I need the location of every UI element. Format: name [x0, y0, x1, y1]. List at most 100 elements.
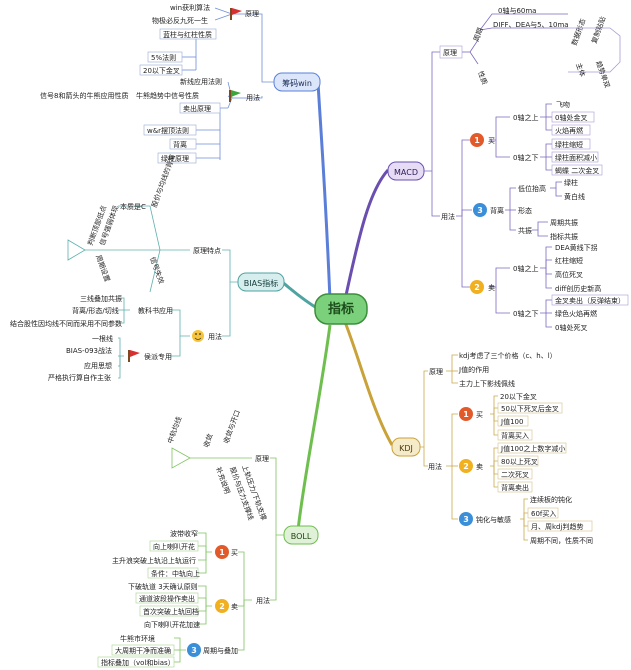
branch-chouma[interactable]: 筹码win: [273, 72, 321, 92]
macd-sicha: 0轴处死叉: [555, 323, 587, 332]
bias-jiehe: 结合股性因均线不同而采用不同参数: [10, 319, 122, 328]
bias-yigenxian: 一根线: [92, 334, 113, 343]
macd-mai-down: 0轴之下: [513, 153, 538, 162]
branch-boll-label: BOLL: [291, 532, 312, 541]
macd-maichu-down: 0轴之下: [513, 309, 538, 318]
num-1-icon: 1: [470, 133, 484, 147]
svg-text:2: 2: [463, 462, 469, 471]
boll-xiangxia: 向下喇叭开花加速: [144, 620, 200, 629]
svg-text:1: 1: [219, 548, 225, 557]
boll-niushi: 牛熊市环境: [120, 634, 155, 643]
kdj-j100-2: J值100之上数字减小: [500, 444, 565, 453]
macd-fuzhi: 复制粘贴: [589, 15, 607, 44]
macd-hongzhu: 红柱缩短: [555, 256, 583, 265]
center-node[interactable]: 指标: [314, 293, 368, 325]
branch-kdj-label: KDJ: [399, 444, 413, 453]
boll-xiangshang: 向上喇叭开花: [153, 542, 195, 551]
macd-lvzhu-mianji: 绿柱面积减小: [555, 153, 597, 162]
chouma-wuji: 物极必反九死一生: [152, 16, 208, 25]
boll-kaikou: 收敛与开口: [221, 409, 241, 445]
branch-macd[interactable]: MACD: [387, 161, 425, 181]
kdj-kaolv: kdj考虑了三个价格（c、h、l）: [459, 351, 557, 360]
macd-xingtai: 形态: [518, 206, 532, 215]
bias-sanxian: 三线叠加共振: [80, 294, 122, 303]
chouma-beili: 背离: [173, 140, 187, 149]
macd-yuanli: 原理: [443, 49, 457, 57]
macd-beili: 背离: [490, 206, 504, 215]
macd-diff-xin: diff创历史新高: [555, 284, 601, 293]
chouma-yixia20: 20以下金叉: [143, 66, 180, 75]
macd-yongfa: 用法: [441, 212, 455, 221]
macd-huoyan: 火焰再燃: [555, 126, 583, 135]
kdj-zhushang: 主力上下影线佩线: [459, 379, 515, 388]
boll-yuanli: 原理: [255, 455, 269, 463]
bias-yongfa: 用法: [208, 332, 222, 341]
smile-icon: [192, 330, 204, 342]
macd-gongzhen: 共振: [518, 226, 532, 235]
boll-bodong: 波带收窄: [170, 529, 198, 538]
chouma-niuxiong: 牛熊趋势中信号性质: [136, 91, 199, 100]
kdj-dunhua: 钝化与敏感: [476, 515, 511, 524]
boll-daqian: 大周期干净而准确: [115, 646, 171, 655]
connector-kdj: [343, 321, 394, 446]
branch-bias-label: BIAS指标: [244, 278, 278, 288]
num-3-icon: 3: [459, 512, 473, 526]
boll-tiaojian: 条件：中轨向上: [151, 569, 200, 578]
chouma-yuanli: 原理: [245, 10, 259, 18]
kdj-yuezhou: 月、周kdj判趋势: [531, 522, 583, 531]
svg-text:3: 3: [477, 206, 483, 215]
macd-mai-up: 0轴之上: [513, 113, 538, 122]
macd-jincha: 0轴处金叉: [555, 113, 587, 122]
kdj-maichu-beili: 背离卖出: [501, 483, 529, 492]
kdj-maichu: 卖: [476, 463, 483, 471]
boll-zhouqi: 周期与叠加: [203, 646, 238, 655]
chouma-lanzhu: 蓝柱与红柱性质: [163, 30, 212, 39]
macd-shuju: 数据形态: [569, 17, 587, 46]
branch-boll[interactable]: BOLL: [283, 525, 319, 545]
macd-lines: [424, 13, 568, 328]
connector-boll: [296, 324, 332, 531]
kdj-liansheng: 连续板的钝化: [530, 495, 572, 504]
macd-diff: DIFF、DEA与5、10ma: [493, 21, 569, 29]
flag-icon: [128, 350, 140, 362]
boll-yongfa: 用法: [256, 596, 270, 605]
bias-houpai: 侯派专用: [144, 352, 172, 361]
macd-xingzhi: 性质: [476, 70, 489, 86]
macd-feiwen: 飞吻: [556, 100, 570, 109]
num-2-icon: 2: [470, 280, 484, 294]
chouma-xinhao8: 信号8和箭头的牛熊应用性质: [40, 91, 128, 100]
macd-zhibiao-gz: 指标共振: [550, 232, 578, 241]
branch-kdj[interactable]: KDJ: [391, 437, 421, 457]
boll-zhongxian: 中轨均线: [165, 415, 183, 444]
connector-chouma: [316, 81, 332, 301]
chouma-yongfa: 用法: [246, 93, 260, 102]
macd-yuanli-fan: [568, 27, 621, 73]
chouma-wr: w&r摆顶法则: [147, 126, 189, 135]
macd-lvzhu-suo: 绿柱缩短: [555, 140, 583, 149]
bias-093: BIAS-093战法: [66, 346, 112, 355]
bias-xinhao2: 信号失效: [148, 256, 166, 285]
kdj-sicha80: 80以上死叉: [501, 457, 538, 466]
bias-yingyong: 应用思想: [84, 361, 112, 370]
num-2-icon: 2: [459, 459, 473, 473]
boll-xiapo: 下破轨道 3天确认原则: [128, 582, 198, 591]
boll-zhibiao: 指标叠加（vol和bias）: [101, 658, 175, 667]
boll-shoulian: 收敛: [201, 432, 214, 448]
bias-benzhi: 本质是C: [120, 202, 146, 211]
macd-zhouqi: 周期: [472, 27, 484, 43]
macd-maichu-up: 0轴之上: [513, 264, 538, 273]
boll-tongdao: 通道波段操作卖出: [139, 594, 195, 603]
branch-chouma-label: 筹码win: [282, 78, 312, 88]
macd-qushi: 趋势单双: [594, 60, 612, 89]
macd-lvse: 绿色火焰再燃: [555, 309, 597, 318]
branch-macd-label: MACD: [394, 168, 418, 177]
svg-text:3: 3: [463, 515, 469, 524]
kdj-j-zuoyong: J值的作用: [458, 365, 489, 374]
boll-lines: [171, 447, 284, 663]
branch-bias[interactable]: BIAS指标: [237, 272, 285, 292]
svg-text:2: 2: [219, 602, 225, 611]
num-1-icon: 1: [215, 545, 229, 559]
bias-yuanli: 原理特点: [193, 246, 221, 255]
